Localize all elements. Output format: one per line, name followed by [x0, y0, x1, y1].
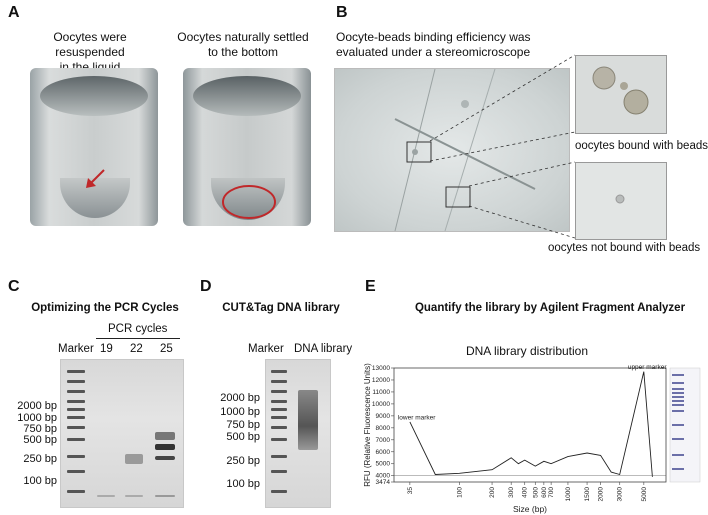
ladder-d-2000: 2000 bp — [220, 392, 260, 404]
pcr-cycles-label: PCR cycles — [108, 323, 168, 335]
x-tick-label: 300 — [508, 487, 515, 498]
panel-label-a: A — [8, 4, 20, 21]
y-tick-label: 7000 — [376, 437, 391, 444]
x-tick-label: 600 — [541, 487, 548, 498]
marker-label-d: Marker — [248, 343, 284, 355]
x-tick-label: 5000 — [641, 487, 648, 502]
inset-bound-image — [575, 55, 667, 134]
y-tick-label: 3474 — [376, 479, 391, 486]
pcr-cycles-underline — [96, 338, 180, 339]
x-tick-label: 400 — [522, 487, 529, 498]
panel-label-e: E — [365, 278, 376, 295]
y-tick-label: 6000 — [376, 449, 391, 456]
ladder-d-250: 250 bp — [226, 455, 260, 467]
inset-unbound-label: oocytes not bound with beads — [548, 242, 701, 254]
y-tick-label: 5000 — [376, 461, 391, 468]
rfu-trace — [409, 371, 653, 477]
lane-strip-band — [672, 468, 684, 470]
lane-strip-band — [672, 392, 684, 394]
gel-image-c — [60, 359, 184, 508]
inset-bound-label: oocytes bound with beads — [575, 140, 708, 152]
ladder-c-100: 100 bp — [23, 475, 57, 487]
lane-strip-band — [672, 374, 684, 376]
lane-label-dna-library: DNA library — [294, 343, 353, 355]
upper-marker-label: upper marker — [628, 364, 667, 371]
y-axis-label: RFU (Relative Fluorescence Units) — [363, 363, 372, 487]
ladder-c-2000: 2000 bp — [17, 400, 57, 412]
x-axis-label: Size (bp) — [513, 504, 547, 514]
y-tick-label: 4000 — [376, 473, 391, 480]
lane-strip-band — [672, 404, 684, 406]
red-arrow-icon — [86, 169, 105, 188]
ladder-d-100: 100 bp — [226, 478, 260, 490]
x-tick-label: 200 — [489, 487, 496, 498]
lane-strip-band — [672, 382, 684, 384]
lane-label-19: 19 — [100, 343, 113, 355]
ladder-c-750: 750 bp — [23, 423, 57, 435]
lower-marker-label: lower marker — [398, 414, 436, 421]
ladder-c-250: 250 bp — [23, 453, 57, 465]
lane-strip-band — [672, 388, 684, 390]
panel-c-title: Optimizing the PCR Cycles — [31, 302, 179, 314]
ladder-d-1000: 1000 bp — [220, 406, 260, 418]
panel-b-caption: Oocyte-beads binding efficiency was eval… — [336, 30, 531, 59]
y-tick-label: 10000 — [372, 401, 390, 408]
panel-d-title: CUT&Tag DNA library — [222, 302, 340, 314]
microscope-image — [334, 68, 570, 232]
fragment-analyzer-chart: 13000 12000 11000 10000 9000 8000 7000 6000 5000… — [363, 363, 701, 514]
lane-strip-band — [672, 396, 684, 398]
ladder-d-500: 500 bp — [226, 431, 260, 443]
y-tick-label: 8000 — [376, 425, 391, 432]
y-tick-label: 9000 — [376, 413, 391, 420]
lane-strip-band — [672, 410, 684, 412]
y-tick-label: 12000 — [372, 377, 390, 384]
y-tick-label: 11000 — [372, 389, 390, 396]
chart-subtitle: DNA library distribution — [465, 344, 589, 358]
ladder-d-750: 750 bp — [226, 419, 260, 431]
ladder-c-500: 500 bp — [23, 434, 57, 446]
marker-label-c: Marker — [58, 343, 94, 355]
inset-unbound-image — [575, 162, 667, 240]
tube-photo-settled — [183, 68, 311, 226]
red-ellipse-highlight — [222, 185, 276, 219]
gel-image-d — [265, 359, 331, 508]
panel-a-caption-right: Oocytes naturally settled to the bottom — [177, 30, 309, 59]
x-tick-label: 700 — [548, 487, 555, 498]
panel-label-c: C — [8, 278, 20, 295]
x-tick-label: 1500 — [584, 487, 591, 502]
x-tick-label: 2000 — [598, 487, 605, 502]
tube-photo-resuspended — [30, 68, 158, 226]
x-tick-label: 35 — [407, 487, 414, 495]
panel-label-d: D — [200, 278, 212, 295]
lane-strip-band — [672, 438, 684, 440]
panel-label-b: B — [336, 4, 348, 21]
ladder-c-1000: 1000 bp — [17, 412, 57, 424]
lane-strip-band — [672, 400, 684, 402]
lane-label-22: 22 — [130, 343, 143, 355]
lane-label-25: 25 — [160, 343, 173, 355]
plot-frame — [393, 367, 667, 483]
panel-e-title: Quantify the library by Agilent Fragment… — [414, 302, 686, 314]
y-tick-label: 13000 — [372, 365, 390, 372]
x-tick-label: 100 — [456, 487, 463, 498]
x-tick-label: 500 — [532, 487, 539, 498]
x-tick-label: 1000 — [565, 487, 572, 502]
lane-strip-band — [672, 424, 684, 426]
lane-strip-band — [672, 454, 684, 456]
x-tick-label: 3000 — [617, 487, 624, 502]
